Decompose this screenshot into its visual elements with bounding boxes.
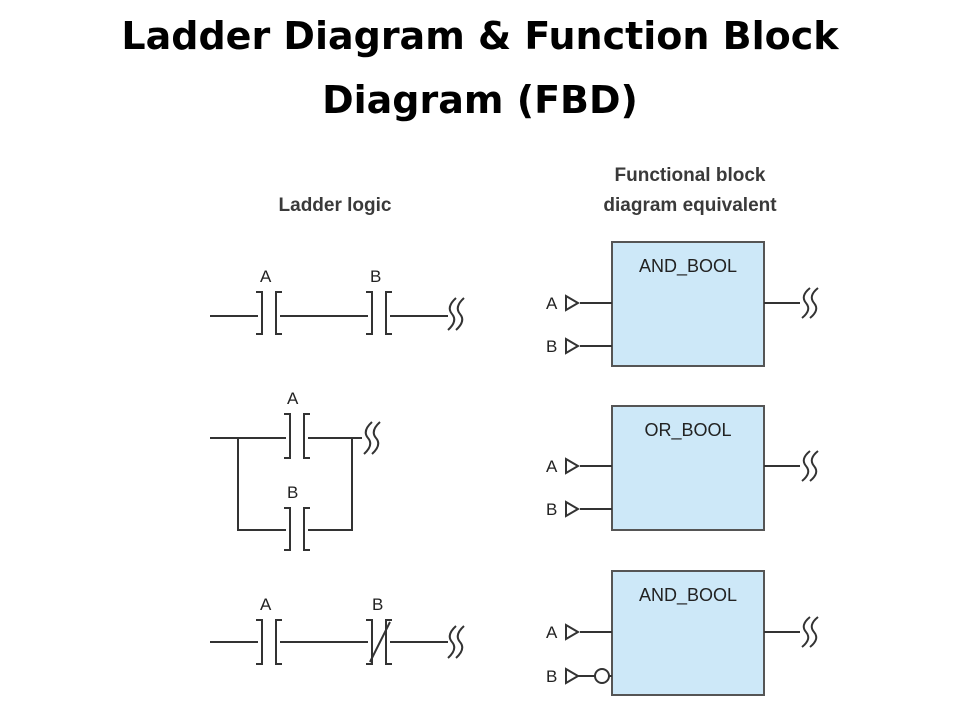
block1-input-a-label: A <box>546 294 558 313</box>
fbd-heading: Functional block diagram equivalent <box>560 161 820 221</box>
rung2-label-a: A <box>287 389 299 408</box>
block2-input-b-arrow-icon <box>565 500 580 518</box>
block1-label: AND_BOOL <box>639 256 737 277</box>
slide-title-line2: Diagram (FBD) <box>322 78 638 122</box>
block2-input-b-label: B <box>546 500 557 519</box>
slide-title-line1: Ladder Diagram & Function Block <box>121 14 839 58</box>
contact-a-bracket-right <box>303 413 310 459</box>
contact-a-bracket-left <box>284 413 291 459</box>
contact-a-bracket-right <box>275 619 282 665</box>
contact-a-bracket-left <box>256 291 263 335</box>
block2-label: OR_BOOL <box>644 420 731 441</box>
rung2-contact-a <box>284 413 310 459</box>
contact-b-bracket-left <box>284 507 291 551</box>
rung2-contact-b <box>284 507 310 551</box>
rung2-wire <box>210 437 362 531</box>
contact-b-bracket-left <box>366 291 373 335</box>
block3-input-a-label: A <box>546 623 558 642</box>
contact-b-bracket-right <box>385 291 392 335</box>
rung1-contact-a <box>256 291 282 335</box>
block2-body <box>611 405 765 531</box>
block2-output-continuation-icon <box>801 450 819 482</box>
contact-b-bracket-right <box>303 507 310 551</box>
block2-input-a-arrow-icon <box>565 457 580 475</box>
fbd-heading-line1: Functional block <box>614 165 766 186</box>
rung1-label-b: B <box>370 267 381 286</box>
contact-b-negation-slash <box>369 621 391 663</box>
block3-label: AND_BOOL <box>639 585 737 606</box>
rung2-label-b: B <box>287 483 298 502</box>
slide-title: Ladder Diagram & Function Block Diagram … <box>0 4 960 132</box>
block1-input-b-label: B <box>546 337 557 356</box>
block3-body <box>611 570 765 696</box>
contact-a-bracket-right <box>275 291 282 335</box>
ladder-logic-heading: Ladder logic <box>225 191 445 221</box>
rung1-continuation-icon <box>447 297 465 331</box>
rung3-continuation-icon <box>447 625 465 659</box>
contact-a-bracket-left <box>256 619 263 665</box>
contact-b-bracket-left <box>366 619 373 665</box>
rung1-label-a: A <box>260 267 272 286</box>
contact-b-bracket-right <box>385 619 392 665</box>
rung3-contact-a <box>256 619 282 665</box>
block3-input-a-arrow-icon <box>565 623 580 641</box>
rung1-contact-b <box>366 291 392 335</box>
ladder-rung-and-not: A B <box>210 595 465 665</box>
fbd-heading-line2: diagram equivalent <box>603 195 777 216</box>
rung2-continuation-icon <box>363 421 381 455</box>
rung3-label-b: B <box>372 595 383 614</box>
block1-input-a-arrow-icon <box>565 294 580 312</box>
block3-input-b-arrow-icon <box>565 667 580 685</box>
fbd-block-and: AND_BOOL A B <box>546 241 819 367</box>
block3-output-continuation-icon <box>801 616 819 648</box>
block3-input-b-label: B <box>546 667 557 686</box>
rung3-label-a: A <box>260 595 272 614</box>
block3-input-b-negation-icon <box>594 668 610 684</box>
ladder-rung-and: A B <box>210 267 465 335</box>
ladder-rung-or: A B <box>210 389 381 551</box>
block1-body <box>611 241 765 367</box>
fbd-block-and-not: AND_BOOL A B <box>546 570 819 696</box>
rung3-contact-b-normally-closed <box>366 619 392 665</box>
ladder-logic-heading-text: Ladder logic <box>278 195 392 216</box>
block1-output-continuation-icon <box>801 287 819 319</box>
block1-input-b-arrow-icon <box>565 337 580 355</box>
fbd-block-or: OR_BOOL A B <box>546 405 819 531</box>
block2-input-a-label: A <box>546 457 558 476</box>
